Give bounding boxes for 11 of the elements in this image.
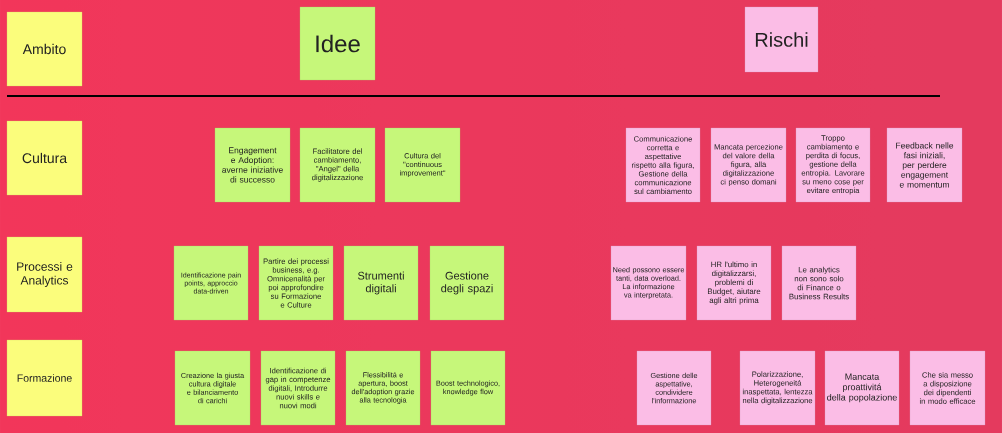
sticky-note: Feedback nelle fasi iniziali, per perdere engagement e momentum	[886, 127, 963, 203]
row-header-note: Formazione	[6, 339, 83, 417]
sticky-note: Mancata proattivitá della popolazione	[824, 350, 900, 426]
sticky-note: Engagement e Adoption: averne iniziative di successo	[214, 127, 291, 203]
sticky-note: Strumenti digitali	[343, 245, 419, 321]
row-header-note: Cultura	[6, 120, 83, 196]
column-header-note: Rischi	[744, 6, 819, 73]
row-header-note: Ambito	[6, 11, 83, 87]
column-header-note: Idee	[299, 6, 376, 81]
sticky-note: Gestione degli spazi	[429, 245, 505, 321]
row-header-note: Processi e Analytics	[6, 236, 83, 313]
